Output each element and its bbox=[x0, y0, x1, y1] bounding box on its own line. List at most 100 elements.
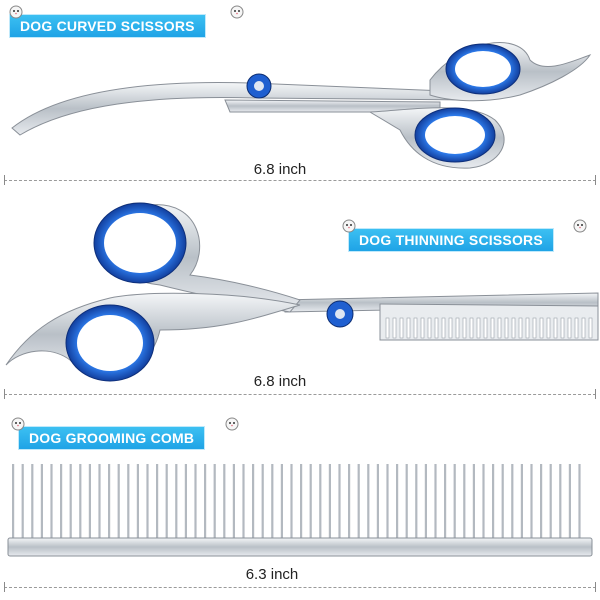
comb-tooth bbox=[386, 464, 389, 540]
comb-tooth bbox=[69, 464, 72, 540]
comb-teeth bbox=[12, 464, 581, 540]
cat-icon bbox=[11, 417, 25, 431]
thinning-tooth bbox=[434, 317, 439, 339]
thinning-tooth bbox=[441, 317, 446, 339]
thinning-scissors-title: DOG THINNING SCISSORS bbox=[349, 229, 553, 251]
comb-tooth bbox=[328, 464, 331, 540]
thinning-tooth bbox=[476, 317, 481, 339]
comb-tooth bbox=[453, 464, 456, 540]
comb-tooth bbox=[559, 464, 562, 540]
dimension-tick bbox=[595, 582, 596, 592]
thinning-tooth bbox=[567, 317, 572, 339]
comb-tooth bbox=[530, 464, 533, 540]
comb-tooth bbox=[367, 464, 370, 540]
comb-tooth bbox=[396, 464, 399, 540]
thinning-tooth bbox=[497, 317, 502, 339]
grooming-comb-title: DOG GROOMING COMB bbox=[19, 427, 205, 449]
curved-scissors-length: 6.8 inch bbox=[220, 161, 340, 178]
thinning-tooth bbox=[546, 317, 551, 339]
thinning-tooth bbox=[427, 317, 432, 339]
thinning-tooth bbox=[490, 317, 495, 339]
comb-tooth bbox=[271, 464, 274, 540]
comb-tooth bbox=[472, 464, 475, 540]
thinning-tooth bbox=[532, 317, 537, 339]
comb-tooth bbox=[117, 464, 120, 540]
comb-tooth bbox=[348, 464, 351, 540]
comb-spine bbox=[7, 537, 593, 557]
comb-tooth bbox=[520, 464, 523, 540]
thinning-tooth bbox=[462, 317, 467, 339]
comb-tooth bbox=[204, 464, 207, 540]
curved-scissors-title: DOG CURVED SCISSORS bbox=[10, 15, 205, 37]
comb-tooth bbox=[376, 464, 379, 540]
comb-tooth bbox=[175, 464, 178, 540]
thinning-tooth bbox=[392, 317, 397, 339]
dimension-tick bbox=[4, 389, 5, 399]
comb-tooth bbox=[146, 464, 149, 540]
dimension-line bbox=[4, 180, 596, 181]
thinning-tooth bbox=[560, 317, 565, 339]
comb-tooth bbox=[242, 464, 245, 540]
comb-tooth bbox=[21, 464, 24, 540]
comb-tooth bbox=[501, 464, 504, 540]
comb-tooth bbox=[60, 464, 63, 540]
thinning-teeth bbox=[385, 317, 593, 339]
thinning-tooth bbox=[483, 317, 488, 339]
comb-tooth bbox=[261, 464, 264, 540]
comb-tooth bbox=[309, 464, 312, 540]
comb-tooth bbox=[482, 464, 485, 540]
thinning-tooth bbox=[385, 317, 390, 339]
comb-tooth bbox=[549, 464, 552, 540]
comb-tooth bbox=[31, 464, 34, 540]
comb-tooth bbox=[444, 464, 447, 540]
dimension-tick bbox=[4, 582, 5, 592]
comb-tooth bbox=[434, 464, 437, 540]
cat-icon bbox=[225, 417, 239, 431]
thinning-tooth bbox=[448, 317, 453, 339]
thinning-tooth bbox=[553, 317, 558, 339]
comb-tooth bbox=[492, 464, 495, 540]
comb-tooth bbox=[88, 464, 91, 540]
grooming-comb-length: 6.3 inch bbox=[212, 566, 332, 583]
comb-tooth bbox=[338, 464, 341, 540]
dimension-line bbox=[4, 394, 596, 395]
comb-tooth bbox=[578, 464, 581, 540]
comb-tooth bbox=[213, 464, 216, 540]
comb-tooth bbox=[50, 464, 53, 540]
thinning-tooth bbox=[413, 317, 418, 339]
comb-tooth bbox=[280, 464, 283, 540]
comb-tooth bbox=[108, 464, 111, 540]
thinning-tooth bbox=[420, 317, 425, 339]
comb-tooth bbox=[319, 464, 322, 540]
comb-tooth bbox=[540, 464, 543, 540]
comb-tooth bbox=[232, 464, 235, 540]
thinning-tooth bbox=[504, 317, 509, 339]
thinning-tooth bbox=[455, 317, 460, 339]
thinning-tooth bbox=[406, 317, 411, 339]
comb-tooth bbox=[568, 464, 571, 540]
comb-tooth bbox=[405, 464, 408, 540]
cat-icon bbox=[573, 219, 587, 233]
comb-tooth bbox=[184, 464, 187, 540]
thinning-tooth bbox=[511, 317, 516, 339]
thinning-tooth bbox=[588, 317, 593, 339]
comb-tooth bbox=[223, 464, 226, 540]
thinning-tooth bbox=[518, 317, 523, 339]
dimension-line bbox=[4, 587, 596, 588]
comb-tooth bbox=[290, 464, 293, 540]
comb-tooth bbox=[98, 464, 101, 540]
thinning-tooth bbox=[581, 317, 586, 339]
comb-tooth bbox=[156, 464, 159, 540]
comb-tooth bbox=[127, 464, 130, 540]
comb-tooth bbox=[424, 464, 427, 540]
comb-tooth bbox=[463, 464, 466, 540]
thinning-tooth bbox=[469, 317, 474, 339]
thinning-tooth bbox=[399, 317, 404, 339]
comb-tooth bbox=[194, 464, 197, 540]
thinning-scissors-length: 6.8 inch bbox=[220, 373, 340, 390]
thinning-tooth bbox=[539, 317, 544, 339]
